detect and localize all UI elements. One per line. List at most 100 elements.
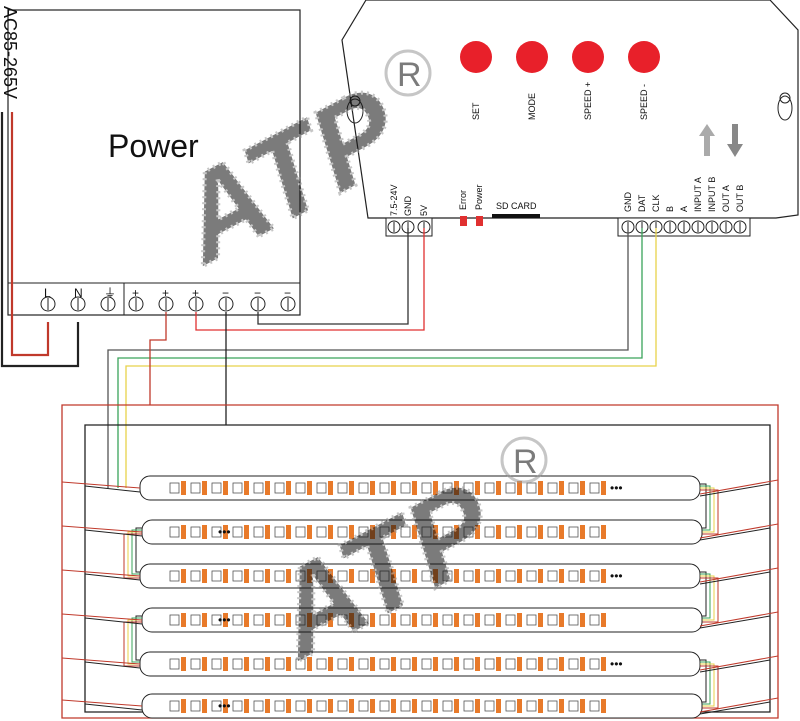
- led-chip: [286, 569, 291, 583]
- led-chip: [307, 525, 312, 539]
- strip-continuation: •••: [610, 569, 623, 583]
- led-chip: [370, 481, 375, 495]
- led-chip: [307, 481, 312, 495]
- led-pixel: [379, 482, 390, 494]
- led-pixel: [568, 658, 579, 670]
- screw-terminal-icon: [387, 220, 401, 234]
- controller-button[interactable]: [516, 41, 548, 73]
- led-pixel: [316, 570, 327, 582]
- led-strips: ••••••••••••••••••: [61, 475, 779, 719]
- led-chip: [601, 657, 606, 671]
- strip-power-wire: [699, 523, 779, 539]
- led-chip: [454, 481, 459, 495]
- led-chip: [223, 481, 228, 495]
- led-pixel: [169, 570, 180, 582]
- led-pixel: [358, 482, 369, 494]
- led-pixel: [379, 614, 390, 626]
- strip-jumper-wire: [700, 571, 707, 617]
- led-chip: [601, 699, 606, 713]
- led-chip: [538, 481, 543, 495]
- strip-power-wire: [699, 611, 779, 627]
- led-pixel: [547, 700, 558, 712]
- led-pixel: [295, 570, 306, 582]
- led-pixel: [358, 570, 369, 582]
- strip-power-wire: [699, 697, 779, 713]
- controller-terminal-label: GND: [623, 192, 633, 213]
- controller-button[interactable]: [572, 41, 604, 73]
- led-strip: •••: [61, 651, 779, 709]
- controller-button[interactable]: [460, 41, 492, 73]
- led-pixel: [505, 570, 516, 582]
- led-pixel: [232, 700, 243, 712]
- led-chip: [517, 525, 522, 539]
- led-pixel: [400, 526, 411, 538]
- strip-power-wire: [61, 699, 143, 707]
- led-pixel: [232, 658, 243, 670]
- power-terminal-label: L: [44, 286, 51, 300]
- strip-jumper-wire: [700, 659, 707, 703]
- led-chip: [475, 699, 480, 713]
- led-pixel: [421, 658, 432, 670]
- strip-continuation: •••: [218, 699, 231, 713]
- led-chip: [349, 525, 354, 539]
- led-chip: [265, 699, 270, 713]
- led-pixel: [589, 482, 600, 494]
- registered-mark: R: [513, 443, 538, 481]
- led-pixel: [484, 700, 495, 712]
- wire-clk: [125, 228, 657, 488]
- controller-terminal-label: B: [665, 206, 675, 212]
- strip-ground-wire: [84, 661, 141, 669]
- led-pixel: [211, 700, 222, 712]
- controller-button[interactable]: [628, 41, 660, 73]
- strip-jumper-wire: [700, 483, 707, 529]
- led-pixel: [547, 570, 558, 582]
- led-pixel: [505, 614, 516, 626]
- led-chip: [244, 481, 249, 495]
- strip-ground-wire: [84, 529, 143, 537]
- led-pixel: [589, 614, 600, 626]
- led-pixel: [484, 614, 495, 626]
- screw-terminal-icon: [663, 220, 677, 234]
- led-chip: [517, 699, 522, 713]
- led-chip: [412, 613, 417, 627]
- led-chip: [475, 657, 480, 671]
- led-pixel: [463, 570, 474, 582]
- led-pixel: [211, 658, 222, 670]
- strip-ground-wire: [84, 617, 143, 625]
- strip-ground-wire: [699, 483, 771, 497]
- led-pixel: [526, 526, 537, 538]
- led-pixel: [358, 614, 369, 626]
- led-pixel: [190, 658, 201, 670]
- led-pixel: [337, 658, 348, 670]
- led-chip: [265, 481, 270, 495]
- controller-terminal-label: 5V: [419, 205, 429, 216]
- led-chip: [538, 613, 543, 627]
- led-chip: [244, 699, 249, 713]
- led-pixel: [421, 482, 432, 494]
- led-pixel: [295, 700, 306, 712]
- led-chip: [307, 569, 312, 583]
- led-pixel: [400, 658, 411, 670]
- led-chip: [370, 525, 375, 539]
- led-chip: [475, 481, 480, 495]
- led-chip: [181, 699, 186, 713]
- led-chip: [412, 699, 417, 713]
- led-chip: [412, 481, 417, 495]
- controller-terminal-label: INPUT B: [707, 177, 717, 212]
- led-pixel: [442, 482, 453, 494]
- led-pixel: [211, 570, 222, 582]
- led-chip: [517, 569, 522, 583]
- controller-button-label: SPEED -: [639, 84, 649, 120]
- led-chip: [433, 699, 438, 713]
- controller-terminal-label: INPUT A: [693, 177, 703, 212]
- led-pixel: [253, 700, 264, 712]
- led-chip: [307, 657, 312, 671]
- led-pixel: [232, 526, 243, 538]
- watermark-bottom: ATP R: [245, 436, 548, 686]
- led-pixel: [379, 700, 390, 712]
- led-pixel: [337, 482, 348, 494]
- led-chip: [202, 481, 207, 495]
